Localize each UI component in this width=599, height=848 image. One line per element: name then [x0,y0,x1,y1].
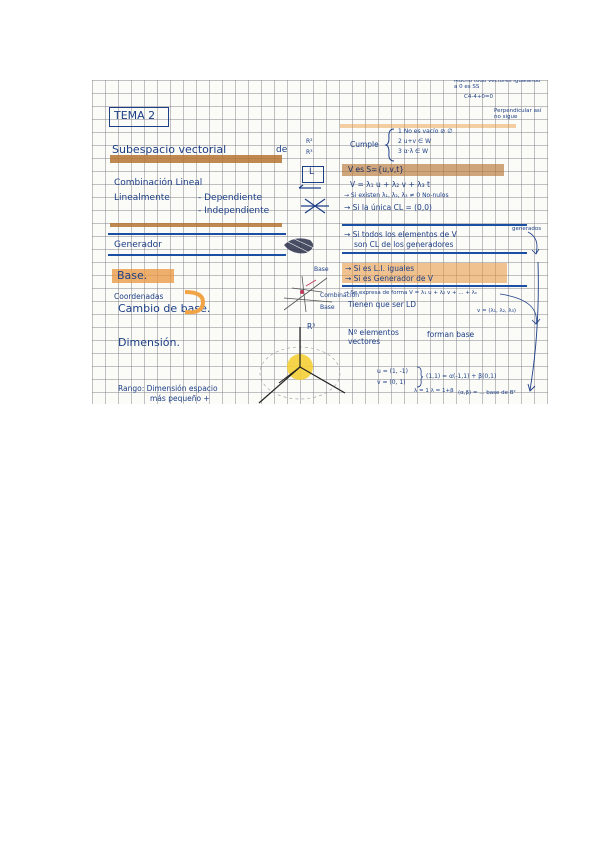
system-eq: λ = 1 λ = 1+β [414,388,454,394]
vectors-brace [416,366,424,388]
l-box [302,166,324,183]
cumple-brace [384,128,395,162]
highlight-cumple-bracket [340,124,516,128]
generador-top-line [108,233,286,235]
generadores-top-line [342,224,527,226]
dependiente-label: - Dependiente [198,193,263,203]
si-es-generador-line: → Si es Generador de V [345,274,433,283]
u-vector: u = (1, -1) [377,368,408,375]
dependence-arrows [298,184,329,214]
generados-note: generados [512,226,542,232]
linear-combination-eq: (1,1) = α(-1,1) + β(0,1) [426,373,497,380]
generadores-bottom-line [342,252,527,254]
right-margin-arrow [527,261,539,392]
subespacio-heading: Subespacio vectorial [112,143,227,156]
r3-axes-sketch [258,327,346,404]
generator-cone-sketch [284,237,315,254]
title: TEMA 2 [114,109,156,122]
forman-base-line: forman base [427,330,475,339]
base-heading: Base. [117,269,148,282]
highlight-vset [342,164,504,176]
si-es-li-line: → Si es L.I. iguales [345,264,415,273]
cambio-orange-arc [184,290,206,315]
combinacion-heading: Combinación Lineal [114,178,203,188]
r2-label: R² [306,138,313,145]
generador-heading: Generador [114,240,162,250]
perpendicular-note: Perpendicular así no sigue [494,108,542,120]
son-cl-line: son CL de los generadores [354,240,454,249]
cumple-label: Cumple [350,140,379,149]
condition-1: 1 No es vacío ⊘ ∅ [398,128,453,135]
generados-arrow [527,231,540,255]
v-vector: v = (0, 1) [377,379,406,386]
condition-3: 3 α·λ ∈ W [398,148,429,155]
n-elementos-line: Nº elementos vectores [348,328,399,346]
notebook-page: TEMA 2 Subespacio vectorial de R² R³ Com… [92,80,548,404]
coords-arrow [499,293,541,325]
highlight-base-block [342,263,507,283]
sketch-base-label: Base [314,266,329,273]
dimension-heading: Dimensión. [118,336,180,349]
de-label: de [276,145,288,155]
base-vectors-sketch [283,275,333,313]
sketch-combinacion-label: Combinación [320,292,360,299]
rango-heading: Rango: Dimensión espacio [118,384,218,393]
independiente-label: - Independiente [198,206,270,216]
r3-axis-label: R³ [307,322,316,331]
rango-continuation: más pequeño + [150,394,210,403]
r3-label: R³ [306,149,313,156]
coords-vector: v = (λ₁, λ₂, λ₃) [477,308,517,314]
coordenadas-heading: Coordenadas [114,292,164,301]
highlight-independiente [110,223,282,227]
linealmente-heading: Linealmente [114,193,170,203]
si-existen-line: → Si existen λ₁, λ₂, λ₃ ≠ 0 No-nulos [344,192,449,199]
vset-expression: V es S={u,v,t} [348,165,404,174]
base-block-underline [342,285,527,287]
se-expresa-line: → Se expresa de forma V = λ₁ u + λ₂ v + … [344,290,478,296]
vlinear-expression: V = λ₁ u + λ₂ v + λ₃ t [350,180,430,189]
generador-bottom-line [108,254,286,256]
result-eq: (α,β) = ... base de B² [458,390,516,396]
top-right-note: Mucho todo vectores igualando a 0 es SS [454,80,541,90]
sketch-base-label-2: Base [320,304,335,311]
top-right-note-2: C4-4+0=0 [464,94,494,100]
tienen-line: Tienen que ser LD [348,300,417,309]
l-box-label: L [309,167,315,177]
si-todos-line: → Si todos los elementos de V [344,230,457,239]
title-box [109,107,169,127]
si-unica-line: → Si la única CL = (0,0) [344,203,432,212]
highlight-subespacio [110,155,282,163]
condition-2: 2 u+v ∈ W [398,138,432,145]
highlight-base [112,269,174,283]
